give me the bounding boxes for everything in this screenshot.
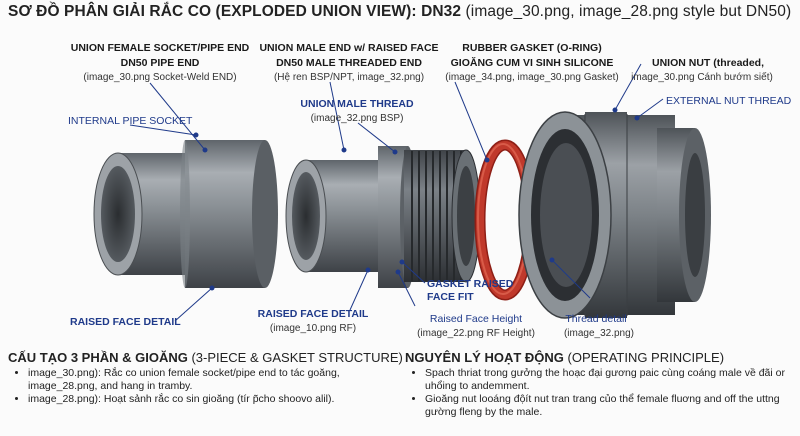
female-socket-sub: DN50 PIPE END xyxy=(121,57,200,69)
principle-section: NGUYÊN LÝ HOẠT ĐỘNG (OPERATING PRINCIPLE… xyxy=(405,351,793,419)
title-normal: (image_30.png, image_28.png style but DN… xyxy=(461,3,792,20)
raised-face-mid-note: (image_10.png RF) xyxy=(270,323,356,334)
list-item: Gioăng nut looáng độít nut tran trang củ… xyxy=(425,393,793,419)
union-nut-note: image_30.png Cánh bướm siết) xyxy=(631,71,773,83)
list-item: image_28.png): Hoạt sảnh rắc co sin gioă… xyxy=(28,393,398,406)
thread-detail-note: (image_32.png) xyxy=(564,328,634,339)
female-socket-heading: UNION FEMALE SOCKET/PIPE END xyxy=(71,42,250,54)
structure-heading: CẤU TẠO 3 PHẦN & GIOĂNG (3-PIECE & GASKE… xyxy=(8,350,403,365)
internal-socket-label: INTERNAL PIPE SOCKET xyxy=(68,115,193,127)
principle-list: Spach thriat trong gưởng the hoạc đại gư… xyxy=(405,367,793,419)
label-raised-height: Raised Face Height (image_22.png RF Heig… xyxy=(417,313,535,339)
external-thread-label: EXTERNAL NUT THREAD xyxy=(666,95,792,107)
raised-face-left-label: RAISED FACE DETAIL xyxy=(70,316,181,328)
structure-heading-normal: (3-PIECE & GASKET STRUCTURE) xyxy=(187,350,403,365)
gasket-note: (image_34.png, image_30.png Gasket) xyxy=(445,72,618,83)
leader-lines xyxy=(129,63,664,322)
title-bold: SƠ ĐỒ PHÂN GIẢI RẮC CO (EXPLODED UNION V… xyxy=(8,3,462,20)
raised-height-heading: Raised Face Height xyxy=(430,313,522,325)
exploded-union-diagram: UNION FEMALE SOCKET/PIPE END DN50 PIPE E… xyxy=(68,42,792,339)
male-thread-heading: UNION MALE THREAD xyxy=(300,98,414,110)
label-male-end: UNION MALE END w/ RAISED FACE DN50 MALE … xyxy=(259,42,438,83)
label-raised-face-mid: RAISED FACE DETAIL (image_10.png RF) xyxy=(258,308,369,334)
principle-heading-bold: NGUYÊN LÝ HOẠT ĐỘNG xyxy=(405,350,564,365)
label-thread-detail: Thread detail (image_32.png) xyxy=(564,313,634,339)
male-end-note: (Hệ ren BSP/NPT, image_32.png) xyxy=(274,72,424,83)
union-nut-heading: UNION NUT (threaded, xyxy=(652,57,764,69)
label-male-thread: UNION MALE THREAD (image_32.png BSP) xyxy=(300,98,414,124)
label-gasket-raised: GASKET RAISED FACE FIT xyxy=(427,278,514,303)
thread-detail-heading: Thread detail xyxy=(565,313,626,325)
female-socket-note: (image_30.png Socket-Weld END) xyxy=(83,72,236,83)
list-item: Spach thriat trong gưởng the hoạc đại gư… xyxy=(425,367,793,393)
label-female-socket: UNION FEMALE SOCKET/PIPE END DN50 PIPE E… xyxy=(71,42,250,83)
label-gasket: RUBBER GASKET (O-RING) GIOĂNG CUM VI SIN… xyxy=(445,42,618,83)
male-end-heading: UNION MALE END w/ RAISED FACE xyxy=(259,42,438,54)
gasket-heading: RUBBER GASKET (O-RING) xyxy=(462,42,601,54)
diagram-title: SƠ ĐỒ PHÂN GIẢI RẮC CO (EXPLODED UNION V… xyxy=(8,3,791,21)
gasket-raised-line2: FACE FIT xyxy=(427,291,474,303)
label-union-nut: UNION NUT (threaded, image_30.png Cánh b… xyxy=(631,57,773,83)
female-socket-part xyxy=(93,140,278,288)
structure-section: CẤU TẠO 3 PHẦN & GIOĂNG (3-PIECE & GASKE… xyxy=(8,350,403,406)
structure-heading-bold: CẤU TẠO 3 PHẦN & GIOĂNG xyxy=(8,350,188,365)
male-end-part xyxy=(285,146,481,288)
raised-face-mid-heading: RAISED FACE DETAIL xyxy=(258,308,369,320)
union-nut-part xyxy=(518,111,711,319)
male-thread-note: (image_32.png BSP) xyxy=(311,113,404,124)
principle-heading-normal: (OPERATING PRINCIPLE) xyxy=(563,350,725,365)
male-end-sub: DN50 MALE THREADED END xyxy=(276,57,422,69)
gasket-raised-line1: GASKET RAISED xyxy=(427,278,514,290)
list-item: image_30.png): Rắc co union female socke… xyxy=(28,367,398,393)
principle-heading: NGUYÊN LÝ HOẠT ĐỘNG (OPERATING PRINCIPLE… xyxy=(405,351,793,364)
gasket-sub: GIOĂNG CUM VI SINH SILICONE xyxy=(451,56,614,69)
raised-height-note: (image_22.png RF Height) xyxy=(417,328,535,339)
structure-list: image_30.png): Rắc co union female socke… xyxy=(8,367,398,406)
